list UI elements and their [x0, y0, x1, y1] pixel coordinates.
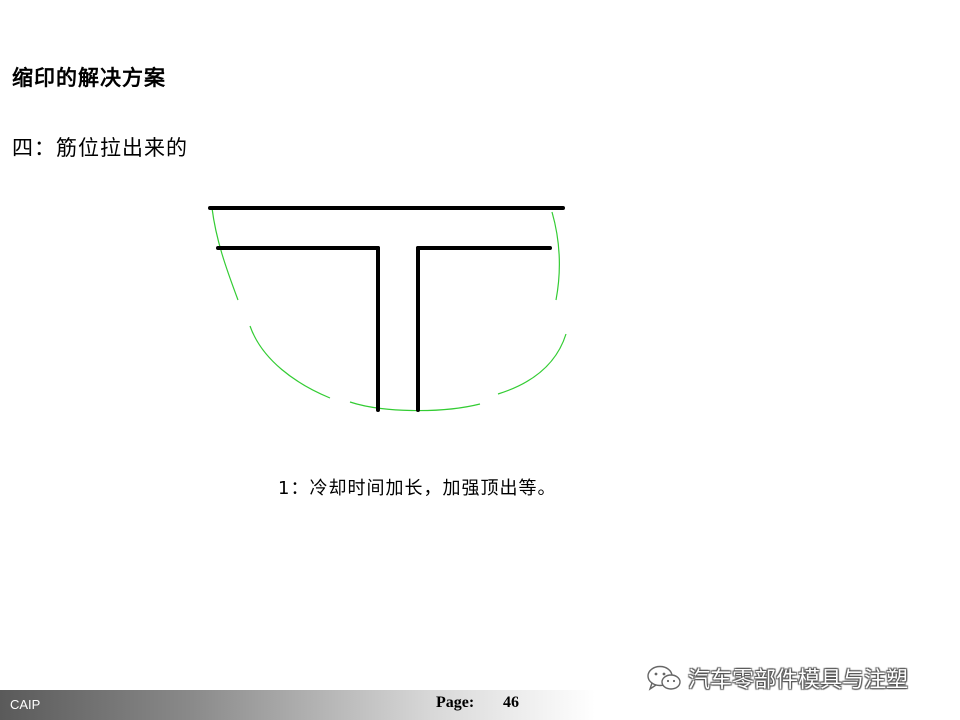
page-label: Page: — [436, 694, 475, 711]
caption-text: 1：冷却时间加长，加强顶出等。 — [278, 478, 557, 499]
wechat-icon — [647, 665, 681, 691]
slide-title: 缩印的解决方案 — [12, 66, 166, 90]
slide-subtitle: 四：筋位拉出来的 — [12, 136, 188, 160]
footer-bar — [0, 690, 960, 720]
watermark-text: 汽车零部件模具与注塑 — [688, 668, 909, 693]
page-number: 46 — [503, 694, 519, 711]
watermark: 汽车零部件模具与注塑 — [646, 662, 908, 694]
footer-left-label: CAIP — [10, 697, 41, 712]
shrink-curve-bottom — [349, 401, 481, 412]
shrink-curve — [211, 207, 567, 399]
